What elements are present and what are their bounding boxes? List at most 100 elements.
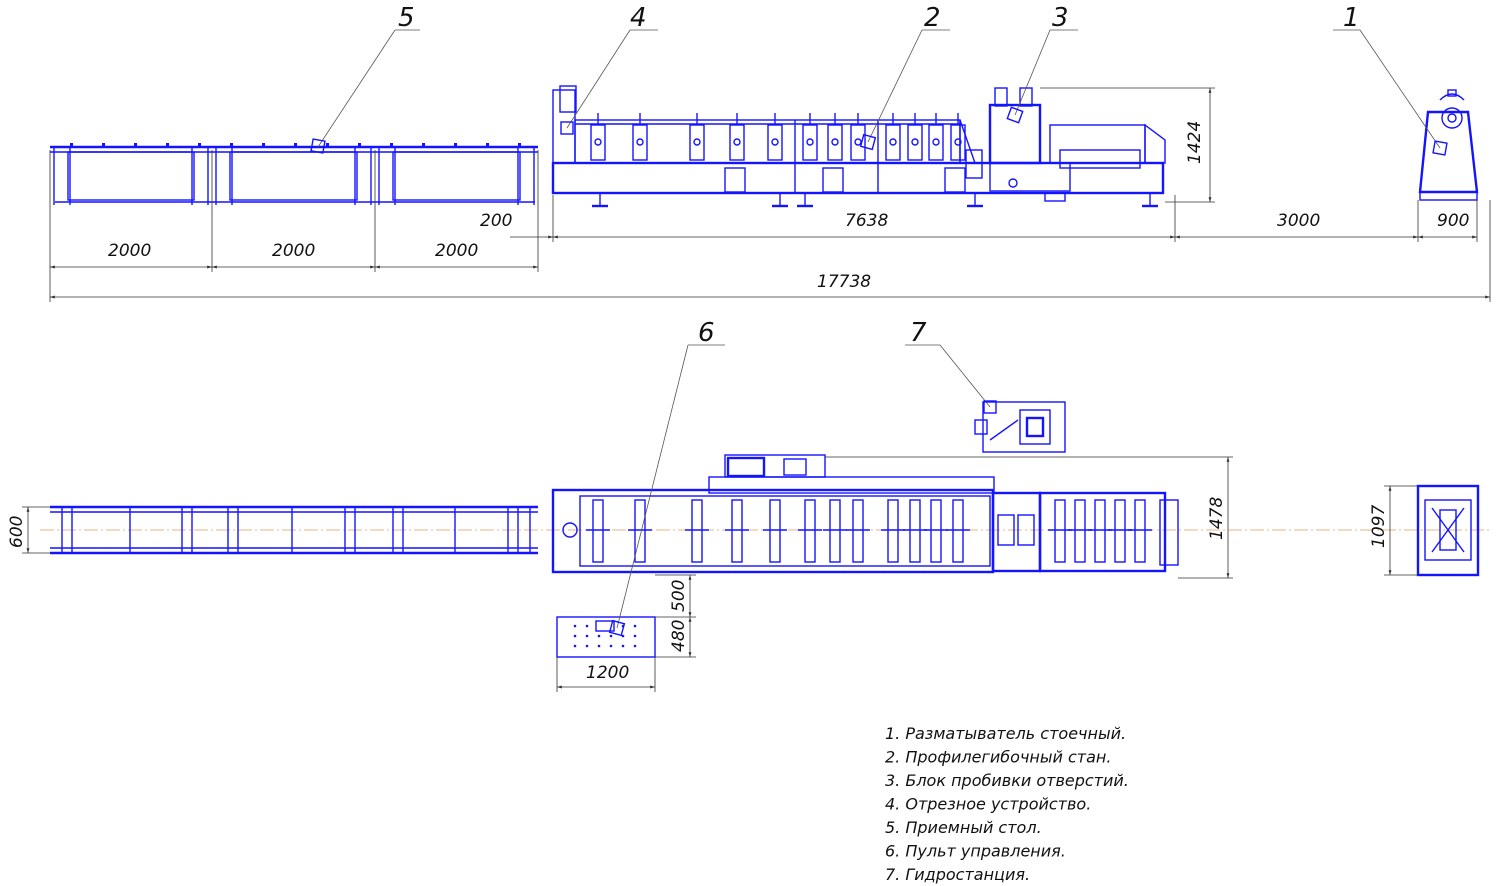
panel-button: [633, 634, 637, 638]
roll-stand: [885, 124, 901, 161]
legend: 1. Разматыватель стоечный. 2. Профилегибо…: [885, 724, 1129, 884]
elevation-dimensions: 2000 2000 2000 200 7638 3000 900 17738 1…: [49, 87, 1491, 302]
roller: [70, 143, 73, 147]
dim-total-length: 17738: [817, 272, 871, 292]
roller: [422, 143, 425, 147]
roller: [262, 143, 265, 147]
dim-decoiler-depth: 1097: [1369, 505, 1389, 548]
roll: [954, 138, 962, 146]
legend-item: 3. Блок пробивки отверстий.: [885, 771, 1129, 790]
roll-stand: [767, 124, 783, 161]
roll: [889, 138, 897, 146]
roll-stand: [729, 124, 745, 161]
callout-1-label: 1: [1343, 3, 1360, 33]
callout-7: 7: [905, 318, 997, 414]
roll: [771, 138, 779, 146]
roll: [932, 138, 940, 146]
roll: [693, 138, 701, 146]
roll-stand: [802, 124, 818, 161]
receiving-table-plan: [50, 505, 538, 555]
panel-button: [585, 624, 589, 628]
table-frame: [229, 151, 358, 201]
roll-stand-plan: [829, 499, 841, 563]
legend-item: 7. Гидростанция.: [885, 865, 1030, 884]
control-panel: [556, 616, 656, 658]
dim-decoiler-width: 900: [1437, 211, 1469, 231]
decoiler-elevation: [1418, 89, 1479, 201]
roll-stand-plan: [634, 499, 646, 563]
roll-stand-plan: [852, 499, 864, 563]
callout-7-label: 7: [910, 318, 927, 348]
roll-stand-plan: [1074, 499, 1086, 563]
panel-button: [573, 624, 577, 628]
roll-stand-plan: [592, 499, 604, 563]
roll-stand-plan: [952, 499, 964, 563]
panel-button: [609, 634, 613, 638]
callout-3: 3: [1006, 3, 1078, 124]
dim-mill-length: 7638: [845, 211, 888, 231]
roll-forming-mill-elevation: [551, 85, 1166, 208]
roller: [134, 143, 137, 147]
callout-6: 6: [608, 318, 725, 637]
hydraulic-station: [974, 401, 1066, 453]
roll-forming-mill-plan: [551, 454, 1179, 574]
panel-button: [597, 634, 601, 638]
roller: [486, 143, 489, 147]
panel-button: [633, 624, 637, 628]
dim-mill-width: 1478: [1207, 497, 1227, 540]
dim-table-width: 600: [7, 516, 27, 548]
roll-stand: [907, 124, 923, 161]
callout-3-label: 3: [1052, 3, 1069, 33]
panel-button: [597, 644, 601, 648]
roll: [911, 138, 919, 146]
dim-decoiler-gap: 3000: [1277, 211, 1320, 231]
dim-table-1: 2000: [108, 241, 151, 261]
callout-2-label: 2: [924, 3, 941, 33]
roll-stand-plan: [909, 499, 921, 563]
panel-button: [633, 644, 637, 648]
roller: [326, 143, 329, 147]
panel-button: [585, 634, 589, 638]
callout-6-label: 6: [698, 318, 715, 348]
roll: [733, 138, 741, 146]
roll: [636, 138, 644, 146]
callout-2: 2: [859, 3, 950, 151]
roll: [594, 138, 602, 146]
roll: [831, 138, 839, 146]
roll-stand-plan: [691, 499, 703, 563]
panel-button: [573, 634, 577, 638]
panel-button: [609, 644, 613, 648]
panel-button: [621, 644, 625, 648]
roller: [518, 143, 521, 147]
dim-panel-length: 1200: [586, 663, 629, 683]
panel-button: [621, 634, 625, 638]
roll-stand-plan: [887, 499, 899, 563]
roller: [230, 143, 233, 147]
roll: [854, 138, 862, 146]
table-frame: [67, 151, 195, 201]
legend-item: 1. Разматыватель стоечный.: [885, 724, 1126, 743]
dim-gap: 200: [480, 211, 512, 231]
roll-stand: [689, 124, 705, 161]
legend-item: 2. Профилегибочный стан.: [885, 748, 1111, 767]
dim-panel-depth: 480: [669, 620, 689, 652]
inspection-plate: [724, 167, 746, 193]
roll-stand-plan: [804, 499, 816, 563]
panel-button: [573, 644, 577, 648]
panel-button: [585, 644, 589, 648]
dim-mill-height: 1424: [1185, 121, 1205, 164]
callout-5: 5: [310, 3, 420, 154]
roller: [198, 143, 201, 147]
callout-4-label: 4: [630, 3, 647, 33]
legend-item: 5. Приемный стол.: [885, 818, 1042, 837]
callout-5-label: 5: [398, 3, 415, 33]
roller: [390, 143, 393, 147]
decoiler-plan: [1416, 484, 1480, 577]
roller: [102, 143, 105, 147]
roll-stand-plan: [1054, 499, 1066, 563]
roll-stand-plan: [1114, 499, 1126, 563]
dim-table-3: 2000: [435, 241, 478, 261]
roller: [294, 143, 297, 147]
roll-stand-plan: [1094, 499, 1106, 563]
